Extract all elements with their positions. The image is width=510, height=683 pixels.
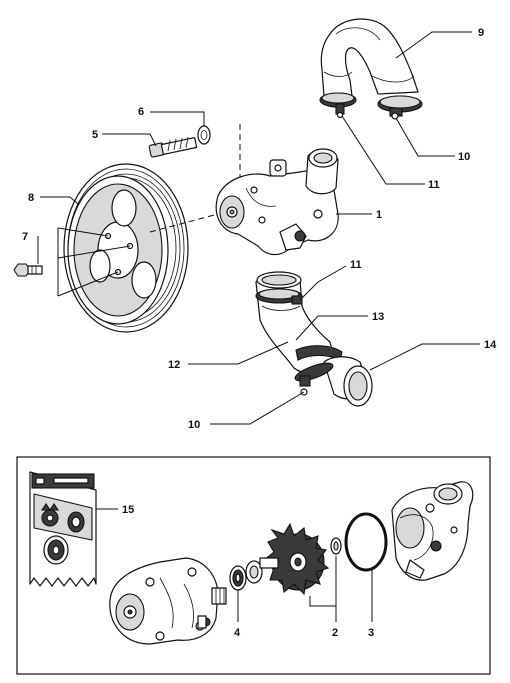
callout-12: 12 bbox=[168, 359, 180, 371]
callout-8: 8 bbox=[28, 192, 34, 204]
callout-6: 6 bbox=[138, 106, 144, 118]
o-ring bbox=[344, 512, 388, 572]
bottom-leader-lines bbox=[95, 508, 373, 622]
callout-14: 14 bbox=[484, 339, 497, 351]
callout-9: 9 bbox=[478, 27, 484, 39]
top-leader-lines bbox=[40, 31, 480, 425]
pump-body-lower bbox=[109, 557, 227, 645]
callout-15: 15 bbox=[122, 504, 134, 516]
shaft-axis bbox=[149, 213, 219, 233]
callout-7: 7 bbox=[22, 231, 28, 243]
repair-kit-bag bbox=[29, 471, 97, 587]
callout-10-lower: 10 bbox=[188, 419, 200, 431]
water-pump-assembly bbox=[215, 148, 339, 256]
pulley-bolt bbox=[13, 263, 43, 277]
bolt-leader bbox=[37, 227, 131, 297]
small-seal bbox=[330, 537, 342, 555]
pump-cover bbox=[391, 481, 474, 581]
callout-13: 13 bbox=[372, 311, 384, 323]
shaft-seal bbox=[229, 560, 263, 591]
callout-5: 5 bbox=[92, 129, 98, 141]
screw-and-washer bbox=[148, 125, 211, 158]
callout-2: 2 bbox=[332, 627, 338, 639]
kit-detail-box bbox=[16, 456, 491, 675]
callout-3: 3 bbox=[368, 627, 374, 639]
callout-11-upper: 11 bbox=[428, 179, 440, 191]
callout-10-upper: 10 bbox=[458, 151, 470, 163]
lower-hose-clamp-top bbox=[255, 288, 303, 305]
upper-hose-clamp-left bbox=[319, 92, 357, 119]
impeller bbox=[259, 522, 330, 596]
hose-adapter bbox=[323, 356, 373, 407]
upper-hose-clamp-right bbox=[377, 95, 423, 120]
pulley bbox=[63, 163, 189, 333]
kit-impeller-icon bbox=[40, 503, 60, 527]
upper-hose bbox=[320, 18, 419, 97]
callout-4: 4 bbox=[234, 627, 241, 639]
callout-1: 1 bbox=[376, 209, 382, 221]
lower-hose bbox=[255, 271, 337, 374]
callout-11-lower: 11 bbox=[350, 259, 362, 271]
